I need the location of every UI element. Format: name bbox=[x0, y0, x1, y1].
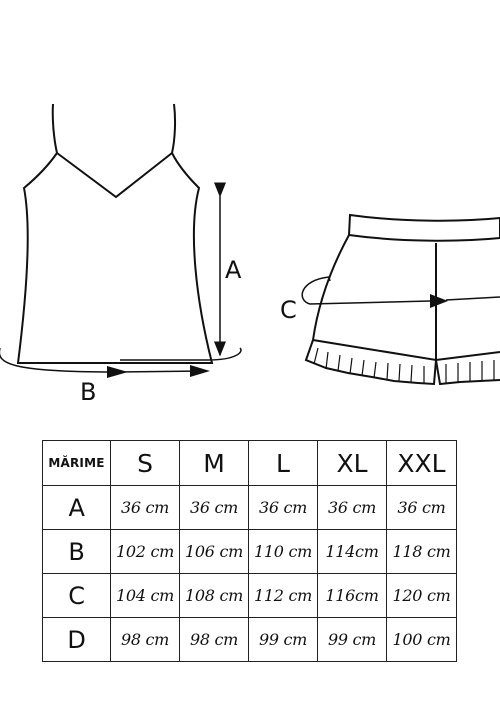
table-cell: 36 cm bbox=[248, 485, 318, 530]
right-ruffle-pleats bbox=[445, 360, 495, 383]
left-strap bbox=[51, 103, 58, 154]
size-column-header: MĂRIME bbox=[42, 440, 111, 486]
table-cell: 36 cm bbox=[317, 485, 387, 530]
table-row: A 36 cm 36 cm 36 cm 36 cm 36 cm bbox=[42, 485, 457, 530]
table-cell: 120 cm bbox=[386, 573, 457, 618]
table-cell: 36 cm bbox=[110, 485, 180, 530]
table-cell: 98 cm bbox=[110, 617, 180, 662]
size-s-header: S bbox=[110, 440, 180, 486]
table-cell: 114cm bbox=[317, 529, 387, 574]
table-row: B 102 cm 106 cm 110 cm 114cm 118 cm bbox=[42, 529, 457, 574]
table-cell: 102 cm bbox=[110, 529, 180, 574]
table-cell: 99 cm bbox=[248, 617, 318, 662]
size-m-header: M bbox=[179, 440, 249, 486]
shorts bbox=[304, 213, 500, 386]
table-cell: 36 cm bbox=[386, 485, 457, 530]
table-cell: 110 cm bbox=[248, 529, 318, 574]
table-cell: 99 cm bbox=[317, 617, 387, 662]
table-cell: 100 cm bbox=[386, 617, 457, 662]
left-ruffle-pleats bbox=[313, 347, 425, 383]
left-ruffle bbox=[304, 339, 437, 386]
table-cell: 36 cm bbox=[179, 485, 249, 530]
row-label: A bbox=[42, 485, 111, 530]
size-l-header: L bbox=[248, 440, 318, 486]
table-cell: 112 cm bbox=[248, 573, 318, 618]
label-c: C bbox=[280, 296, 297, 324]
table-cell: 118 cm bbox=[386, 529, 457, 574]
row-label: B bbox=[42, 529, 111, 574]
measure-ellipse-b bbox=[0, 347, 242, 378]
table-row: C 104 cm 108 cm 112 cm 116cm 120 cm bbox=[42, 573, 457, 618]
measure-line-c bbox=[301, 276, 500, 308]
garment-diagram: A B C bbox=[0, 103, 500, 406]
row-label: D bbox=[42, 617, 111, 662]
size-table: MĂRIME S M L XL XXL A 36 cm 36 cm 36 cm … bbox=[42, 440, 457, 662]
right-ruffle bbox=[435, 359, 500, 386]
table-cell: 108 cm bbox=[179, 573, 249, 618]
waistband bbox=[347, 213, 500, 242]
shorts-body bbox=[311, 234, 500, 362]
table-header-row: MĂRIME S M L XL XXL bbox=[42, 440, 457, 486]
table-row: D 98 cm 98 cm 99 cm 99 cm 100 cm bbox=[42, 617, 457, 662]
table-cell: 104 cm bbox=[110, 573, 180, 618]
table-cell: 116cm bbox=[317, 573, 387, 618]
table-cell: 106 cm bbox=[179, 529, 249, 574]
table-cell: 98 cm bbox=[179, 617, 249, 662]
camisole-top bbox=[16, 103, 214, 364]
label-a: A bbox=[225, 256, 242, 284]
row-label: C bbox=[42, 573, 111, 618]
right-strap bbox=[171, 103, 177, 154]
camisole-outline bbox=[16, 151, 214, 364]
size-xxl-header: XXL bbox=[386, 440, 457, 486]
label-b: B bbox=[80, 378, 96, 406]
size-xl-header: XL bbox=[317, 440, 387, 486]
